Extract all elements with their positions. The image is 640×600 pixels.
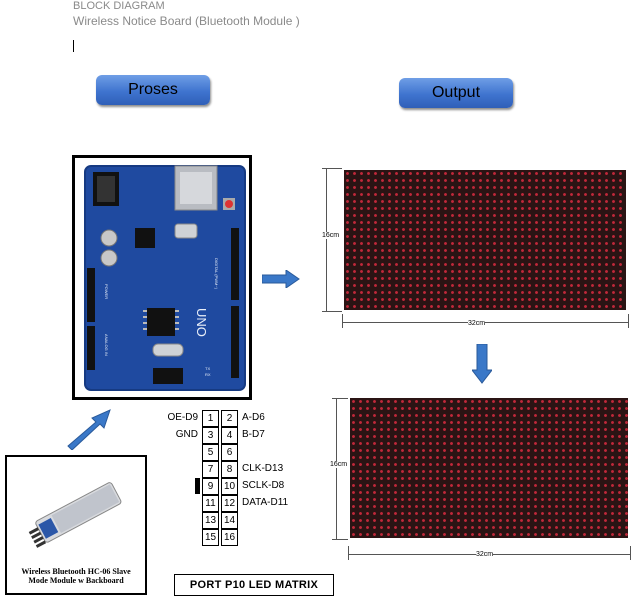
pin-number: 11 (202, 495, 219, 512)
page-title: BLOCK DIAGRAM (73, 0, 165, 12)
pin-number: 3 (202, 427, 219, 444)
panel-1-height-label: 16cm (322, 232, 340, 239)
analog-header-label: ANALOG IN (104, 334, 109, 356)
arrow-down-icon (472, 344, 492, 384)
page-subtitle: Wireless Notice Board (Bluetooth Module … (73, 14, 300, 28)
pin-number: 14 (221, 512, 238, 529)
rx-label: RX (205, 372, 211, 377)
pin-number: 9 (202, 478, 219, 495)
connector-key (195, 478, 200, 494)
pin-right-label: CLK-D13 (242, 463, 284, 474)
pin-number: 6 (221, 444, 238, 461)
uno-logo: UNO (194, 308, 209, 337)
led-matrix-panel-1 (344, 170, 626, 310)
bluetooth-frame: Wireless Bluetooth HC-06 Slave Mode Modu… (5, 455, 147, 595)
pin-number: 2 (221, 410, 238, 427)
tx-label: TX (205, 366, 210, 371)
pin-number: 16 (221, 529, 238, 546)
pin-number: 10 (221, 478, 238, 495)
led-matrix-panel-2 (350, 398, 628, 538)
pin-right-label: A-D6 (242, 412, 265, 423)
pin-number: 5 (202, 444, 219, 461)
pin-right-label: B-D7 (242, 429, 265, 440)
pin-number: 13 (202, 512, 219, 529)
bluetooth-caption: Wireless Bluetooth HC-06 Slave Mode Modu… (21, 567, 131, 585)
pin-number: 15 (202, 529, 219, 546)
panel-2-width-label: 32cm (476, 551, 494, 558)
pin-right-label: SCLK-D8 (242, 480, 285, 491)
pin-left-label: OE-D9 (167, 412, 198, 423)
pin-left-label: GND (175, 429, 198, 440)
port-title: PORT P10 LED MATRIX (174, 574, 334, 596)
arrow-right-icon (262, 270, 300, 288)
pin-right-label: DATA-D11 (242, 497, 289, 508)
panel-1-width-label: 32cm (468, 320, 486, 327)
digital-header-label: DIGITAL (PWM~) (214, 258, 219, 290)
panel-2-height-label: 16cm (330, 461, 348, 468)
arrow-diagonal-icon (67, 409, 111, 450)
text-cursor (73, 40, 74, 52)
arduino-uno-board: UNO POWER ANALOG IN DIGITAL (PWM~) TX RX (75, 158, 249, 397)
power-header-label: POWER (104, 284, 109, 299)
pin-number: 8 (221, 461, 238, 478)
arduino-frame: UNO POWER ANALOG IN DIGITAL (PWM~) TX RX (72, 155, 252, 400)
bluetooth-module-image (28, 482, 122, 548)
pin-number: 4 (221, 427, 238, 444)
output-button[interactable]: Output (399, 78, 513, 108)
pin-number: 1 (202, 410, 219, 427)
pin-number: 7 (202, 461, 219, 478)
proses-button[interactable]: Proses (96, 75, 210, 105)
pin-number: 12 (221, 495, 238, 512)
